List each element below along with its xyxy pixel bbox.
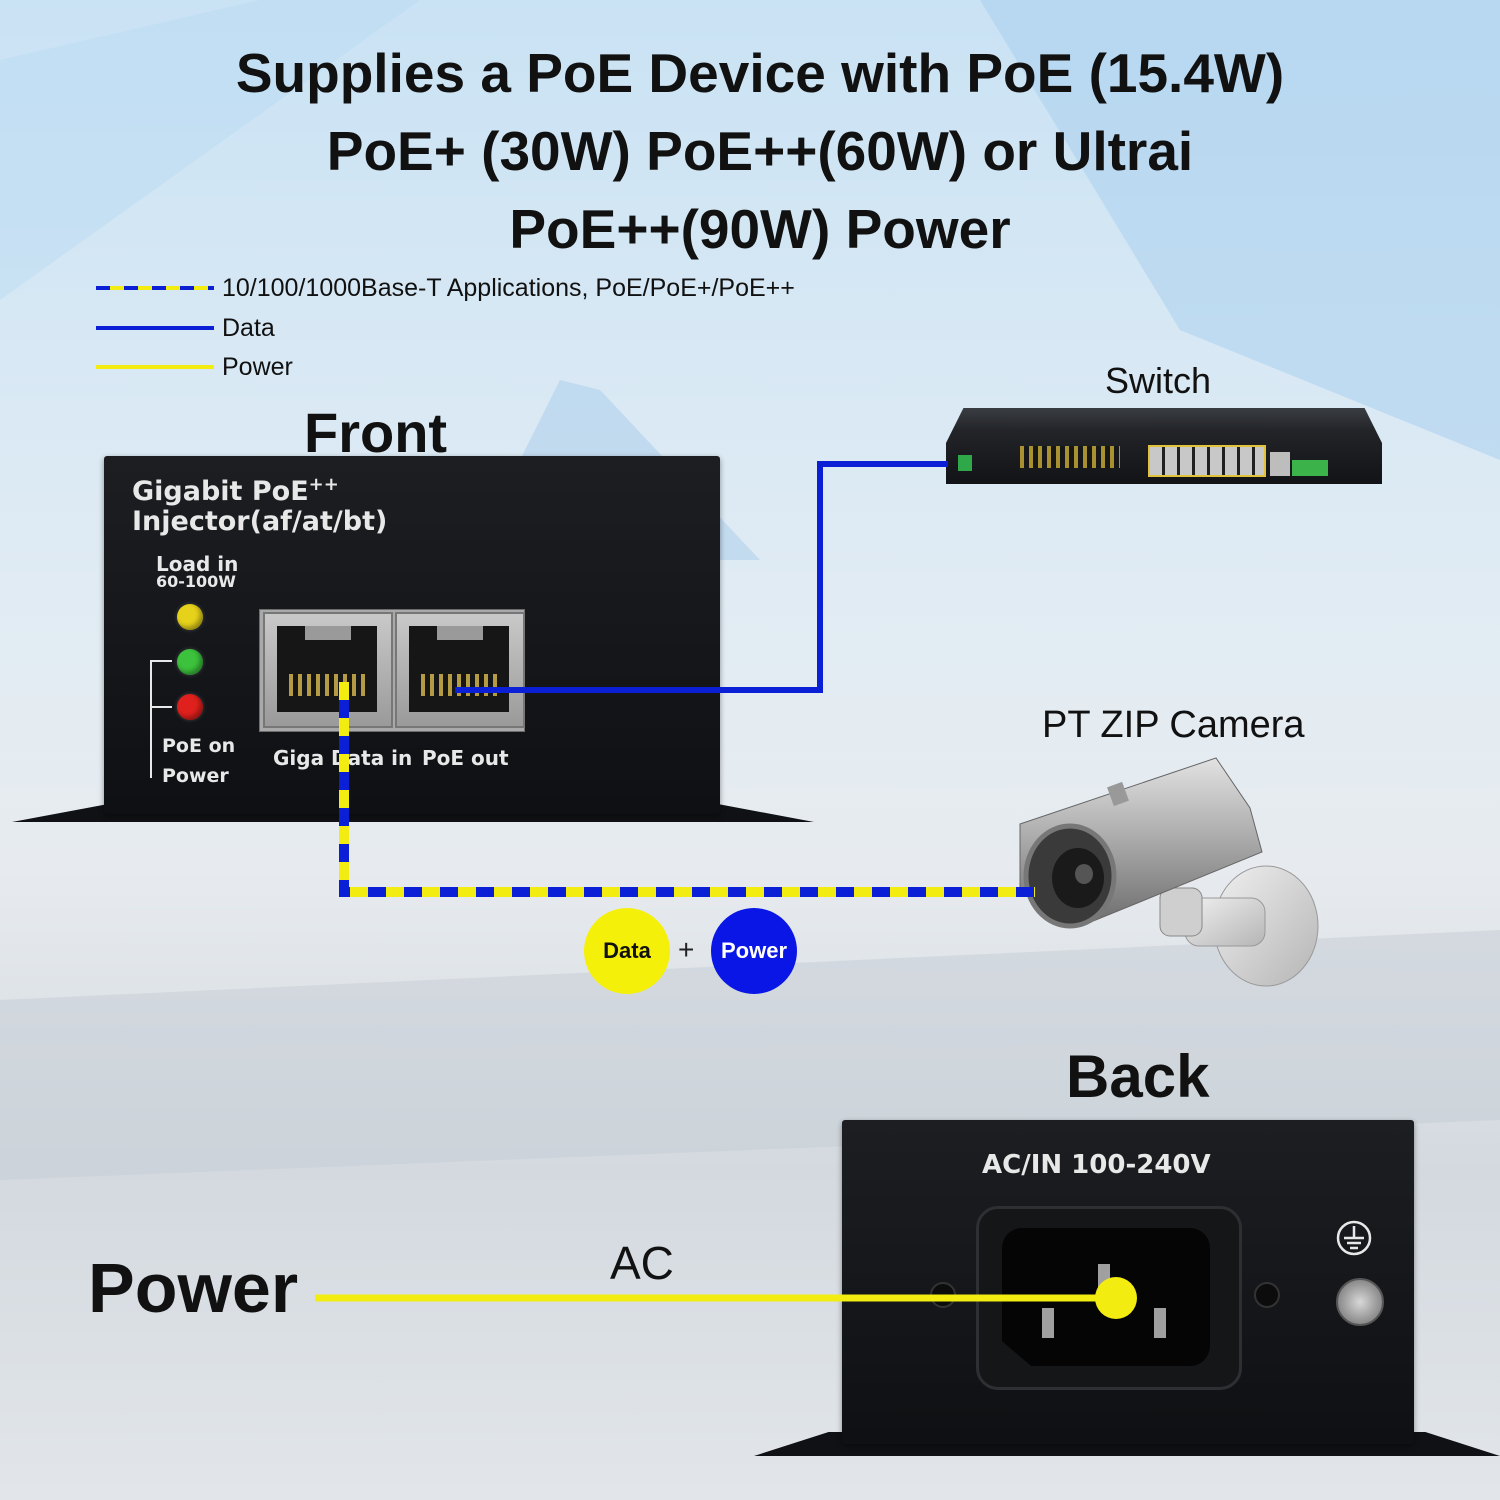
ground-screw-icon	[1336, 1278, 1384, 1326]
led-bracket-tick-1	[150, 660, 172, 662]
ip-camera-icon	[1019, 757, 1319, 987]
poe-on-label: PoE on	[162, 735, 236, 757]
title-line-1: Supplies a PoE Device with PoE (15.4W)	[235, 42, 1285, 104]
switch-power-terminal-icon	[958, 455, 972, 471]
title-line-3: PoE++(90W) Power	[509, 198, 1011, 260]
giga-data-in-port[interactable]	[263, 612, 393, 728]
ground-symbol-icon	[1336, 1220, 1372, 1256]
plus-sign: +	[678, 934, 695, 965]
port-2-label: PoE out	[422, 746, 509, 770]
power-label: Power	[88, 1249, 299, 1327]
load-led-indicator	[177, 604, 203, 630]
ac-connection-dot-icon	[1095, 1277, 1137, 1319]
injector-name-line-2: Injector(af/at/bt)	[132, 506, 388, 537]
mount-screw-right-icon	[1254, 1282, 1280, 1308]
legend-label-combined: 10/100/1000Base-T Applications, PoE/PoE+…	[222, 273, 795, 302]
legend-item-combined: 10/100/1000Base-T Applications, PoE/PoE+…	[96, 270, 795, 306]
legend-power-line-icon	[96, 365, 214, 369]
ac-label: AC	[610, 1237, 674, 1289]
socket-pin-left	[1042, 1308, 1054, 1338]
load-label-line-1: Load in	[156, 552, 239, 576]
socket-pin-right	[1154, 1308, 1166, 1338]
legend-item-power: Power	[96, 349, 293, 385]
switch-led-row-icon	[1020, 446, 1120, 468]
legend-data-line-icon	[96, 326, 214, 330]
page-title: Supplies a PoE Device with PoE (15.4W) P…	[60, 34, 1460, 268]
poe-on-led-indicator	[177, 649, 203, 675]
data-line-to-switch	[455, 461, 948, 693]
switch-ports-icon	[1148, 445, 1266, 477]
power-led-label: Power	[162, 765, 229, 787]
legend-item-data: Data	[96, 310, 275, 346]
led-bracket-line	[150, 660, 152, 778]
combined-line-dashes	[339, 682, 1035, 897]
front-label: Front	[304, 401, 448, 464]
title-line-2: PoE+ (30W) PoE++(60W) or Ultrai	[326, 120, 1194, 182]
legend-label-data: Data	[222, 313, 275, 342]
poe-out-port[interactable]	[395, 612, 525, 728]
power-led-indicator	[177, 694, 203, 720]
injector-name-line-1: Gigabit PoE++	[132, 474, 339, 507]
load-label-line-2: 60-100W	[156, 572, 236, 591]
data-badge: Data	[584, 908, 670, 994]
camera-label: PT ZIP Camera	[1042, 704, 1305, 746]
led-bracket-tick-2	[150, 706, 172, 708]
combined-line-base	[339, 682, 1035, 897]
power-badge: Power	[711, 908, 797, 994]
legend-dashed-line-icon	[96, 286, 214, 290]
switch-uplink-ports-icon	[1270, 452, 1290, 476]
switch-label: Switch	[1105, 360, 1212, 401]
ac-input-label: AC/IN 100-240V	[982, 1150, 1211, 1180]
legend-label-power: Power	[222, 352, 293, 381]
back-label: Back	[1066, 1043, 1210, 1110]
switch-sfp-ports-icon	[1292, 460, 1328, 476]
